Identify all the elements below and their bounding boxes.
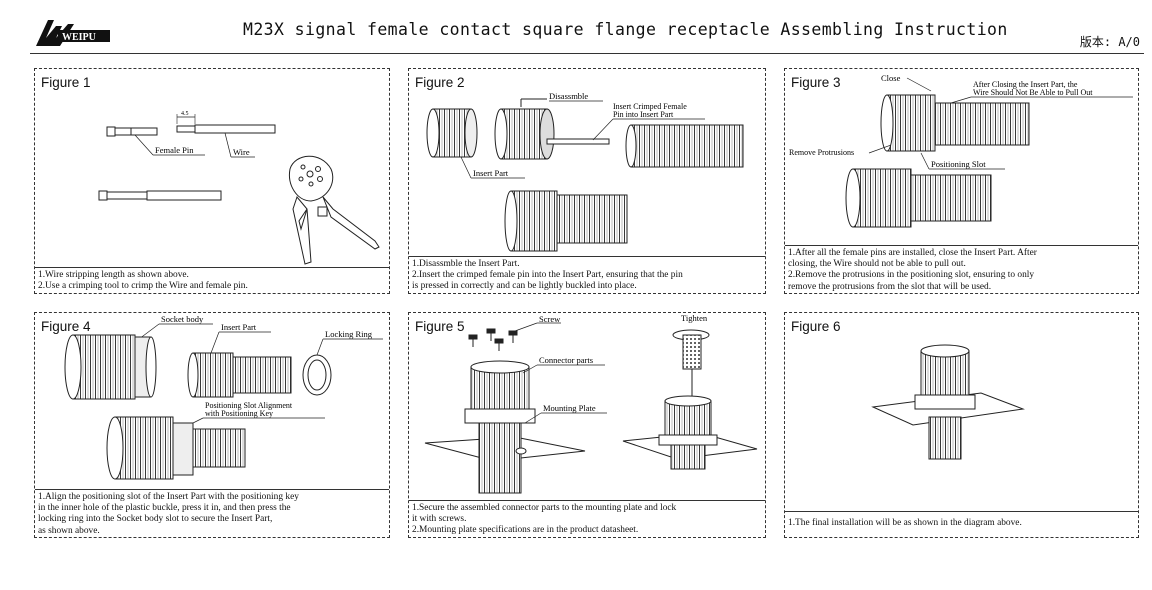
figure-1-caption: 1.Wire stripping length as shown above. …: [35, 267, 389, 293]
figure-4-caption-line-4: as shown above.: [38, 525, 100, 536]
locking-ring-label: Locking Ring: [325, 329, 373, 339]
figure-4-caption-line-2: in the inner hole of the plastic buckle,…: [38, 503, 291, 514]
closed-insert-drawing: [880, 94, 1030, 152]
figure-2-caption: 1.Disassmble the Insert Part. 2.Insert t…: [409, 256, 765, 293]
figure-1-caption-line-2: 2.Use a crimping tool to crimp the Wire …: [38, 281, 248, 292]
locking-ring-drawing: [302, 354, 332, 396]
figure-6-panel: Figure 6 1.The final installation will b…: [784, 312, 1139, 538]
figure-3-caption-line-4: remove the protrusions from the slot tha…: [788, 281, 992, 292]
figure-1-panel: Figure 1 4.5 Female Pin Wire: [34, 68, 390, 294]
figure-4-caption-line-3: locking ring into the Socket body slot t…: [38, 514, 273, 525]
disassemble-label: Disassmble: [549, 91, 588, 101]
insert-part-drawing: [187, 352, 292, 398]
screw-label: Screw: [539, 314, 561, 324]
figure-4-caption: 1.Align the positioning slot of the Inse…: [35, 489, 389, 537]
version-label: 版本: A/0: [1079, 35, 1140, 49]
connector-parts-label: Connector parts: [539, 355, 593, 365]
insert-part-left-half: [426, 108, 478, 158]
figure-5-caption-line-1: 1.Secure the assembled connector parts t…: [412, 503, 677, 513]
dim-label: 4.5: [181, 111, 189, 117]
figure-2-panel: Figure 2 Disassmble Insert Crimped Femal…: [408, 68, 766, 294]
figure-2-caption-line-3: is pressed in correctly and can be light…: [412, 281, 637, 292]
pin-bundle-drawing: [625, 124, 744, 168]
insert-crimped-label-1: Insert Crimped Female: [613, 102, 687, 111]
remove-protrusions-label: Remove Protrusions: [789, 148, 854, 157]
after-closing-label-1: After Closing the Insert Part, the: [973, 80, 1078, 89]
figure-6-illustration: [871, 344, 1025, 460]
alignment-label-2: with Positioning Key: [205, 409, 273, 418]
wire-label: Wire: [233, 147, 250, 157]
page-title: M23X signal female contact square flange…: [243, 20, 1008, 39]
crimped-pin-drawing: [98, 190, 222, 201]
insert-part-label: Insert Part: [221, 322, 257, 332]
figure-2-title: Figure 2: [415, 75, 465, 90]
tighten-label: Tighten: [681, 313, 708, 323]
figure-1-title: Figure 1: [41, 75, 91, 90]
figure-5-caption-line-3: 2.Mounting plate specifications are in t…: [412, 525, 639, 536]
socket-body-label: Socket body: [161, 314, 204, 324]
page-header: WEIPU M23X signal female contact square …: [0, 0, 1152, 58]
assembled-socket-drawing: [106, 416, 246, 480]
insert-part-label: Insert Part: [473, 168, 509, 178]
figure-5-illustration: Screw Connector parts Mounting Plate Tig…: [424, 313, 758, 494]
final-installation-drawing: [871, 344, 1025, 460]
female-pin-label: Female Pin: [155, 145, 194, 155]
female-pin-drawing: [106, 126, 158, 137]
header-divider: [30, 53, 1144, 54]
alignment-label-1: Positioning Slot Alignment: [205, 401, 293, 410]
figure-4-title: Figure 4: [41, 319, 91, 334]
close-label: Close: [881, 73, 901, 83]
trimmed-insert-drawing: [845, 168, 992, 228]
figure-5-caption-line-2: it with screws.: [412, 514, 467, 525]
logo-text: WEIPU: [62, 32, 96, 43]
screws-drawing: [468, 328, 518, 351]
figure-4-panel: Figure 4 Socket body Insert Part Locking…: [34, 312, 390, 538]
figure-5-panel: Figure 5 Screw Connector parts Mounting …: [408, 312, 766, 538]
screwdriver-drawing: [682, 334, 702, 397]
assembled-insert-drawing: [504, 190, 628, 252]
figure-4-caption-line-1: 1.Align the positioning slot of the Inse…: [38, 492, 299, 502]
figure-3-caption-line-3: 2.Remove the protrusions in the position…: [788, 270, 1035, 281]
figure-2-caption-line-1: 1.Disassmble the Insert Part.: [412, 259, 520, 269]
figure-2-illustration: Disassmble Insert Crimped Female Pin int…: [426, 91, 744, 252]
figure-3-panel: Figure 3 Close After Closing the Insert …: [784, 68, 1139, 294]
mounting-plate-label: Mounting Plate: [543, 403, 596, 413]
weipu-logo: WEIPU: [36, 20, 110, 46]
socket-body-drawing: [64, 334, 157, 400]
figure-6-caption: 1.The final installation will be as show…: [785, 511, 1138, 537]
wire-drawing: 4.5: [176, 111, 276, 134]
tightened-connector-drawing: [622, 395, 758, 470]
figure-6-caption-line-1: 1.The final installation will be as show…: [788, 518, 1022, 528]
figure-3-illustration: Close After Closing the Insert Part, the…: [789, 73, 1133, 228]
positioning-slot-label: Positioning Slot: [931, 159, 986, 169]
figure-5-caption: 1.Secure the assembled connector parts t…: [409, 500, 765, 537]
figure-2-caption-line-2: 2.Insert the crimped female pin into the…: [412, 270, 683, 281]
figure-5-title: Figure 5: [415, 319, 465, 334]
figure-3-title: Figure 3: [791, 75, 841, 90]
figure-1-caption-line-1: 1.Wire stripping length as shown above.: [38, 270, 189, 280]
insert-part-right-half: [494, 108, 610, 160]
after-closing-label-2: Wire Should Not Be Able to Pull Out: [973, 88, 1093, 97]
figure-1-illustration: 4.5 Female Pin Wire: [98, 111, 380, 265]
figure-6-title: Figure 6: [791, 319, 841, 334]
figure-3-caption: 1.After all the female pins are installe…: [785, 245, 1138, 293]
crimping-tool-drawing: [288, 155, 380, 265]
figure-3-caption-line-1: 1.After all the female pins are installe…: [788, 248, 1037, 258]
insert-crimped-label-2: Pin into Insert Part: [613, 110, 674, 119]
connector-on-plate-drawing: [424, 360, 586, 494]
figure-3-caption-line-2: closing, the Wire should not be able to …: [788, 259, 966, 270]
figure-4-illustration: Socket body Insert Part Locking Ring Pos…: [64, 314, 383, 480]
